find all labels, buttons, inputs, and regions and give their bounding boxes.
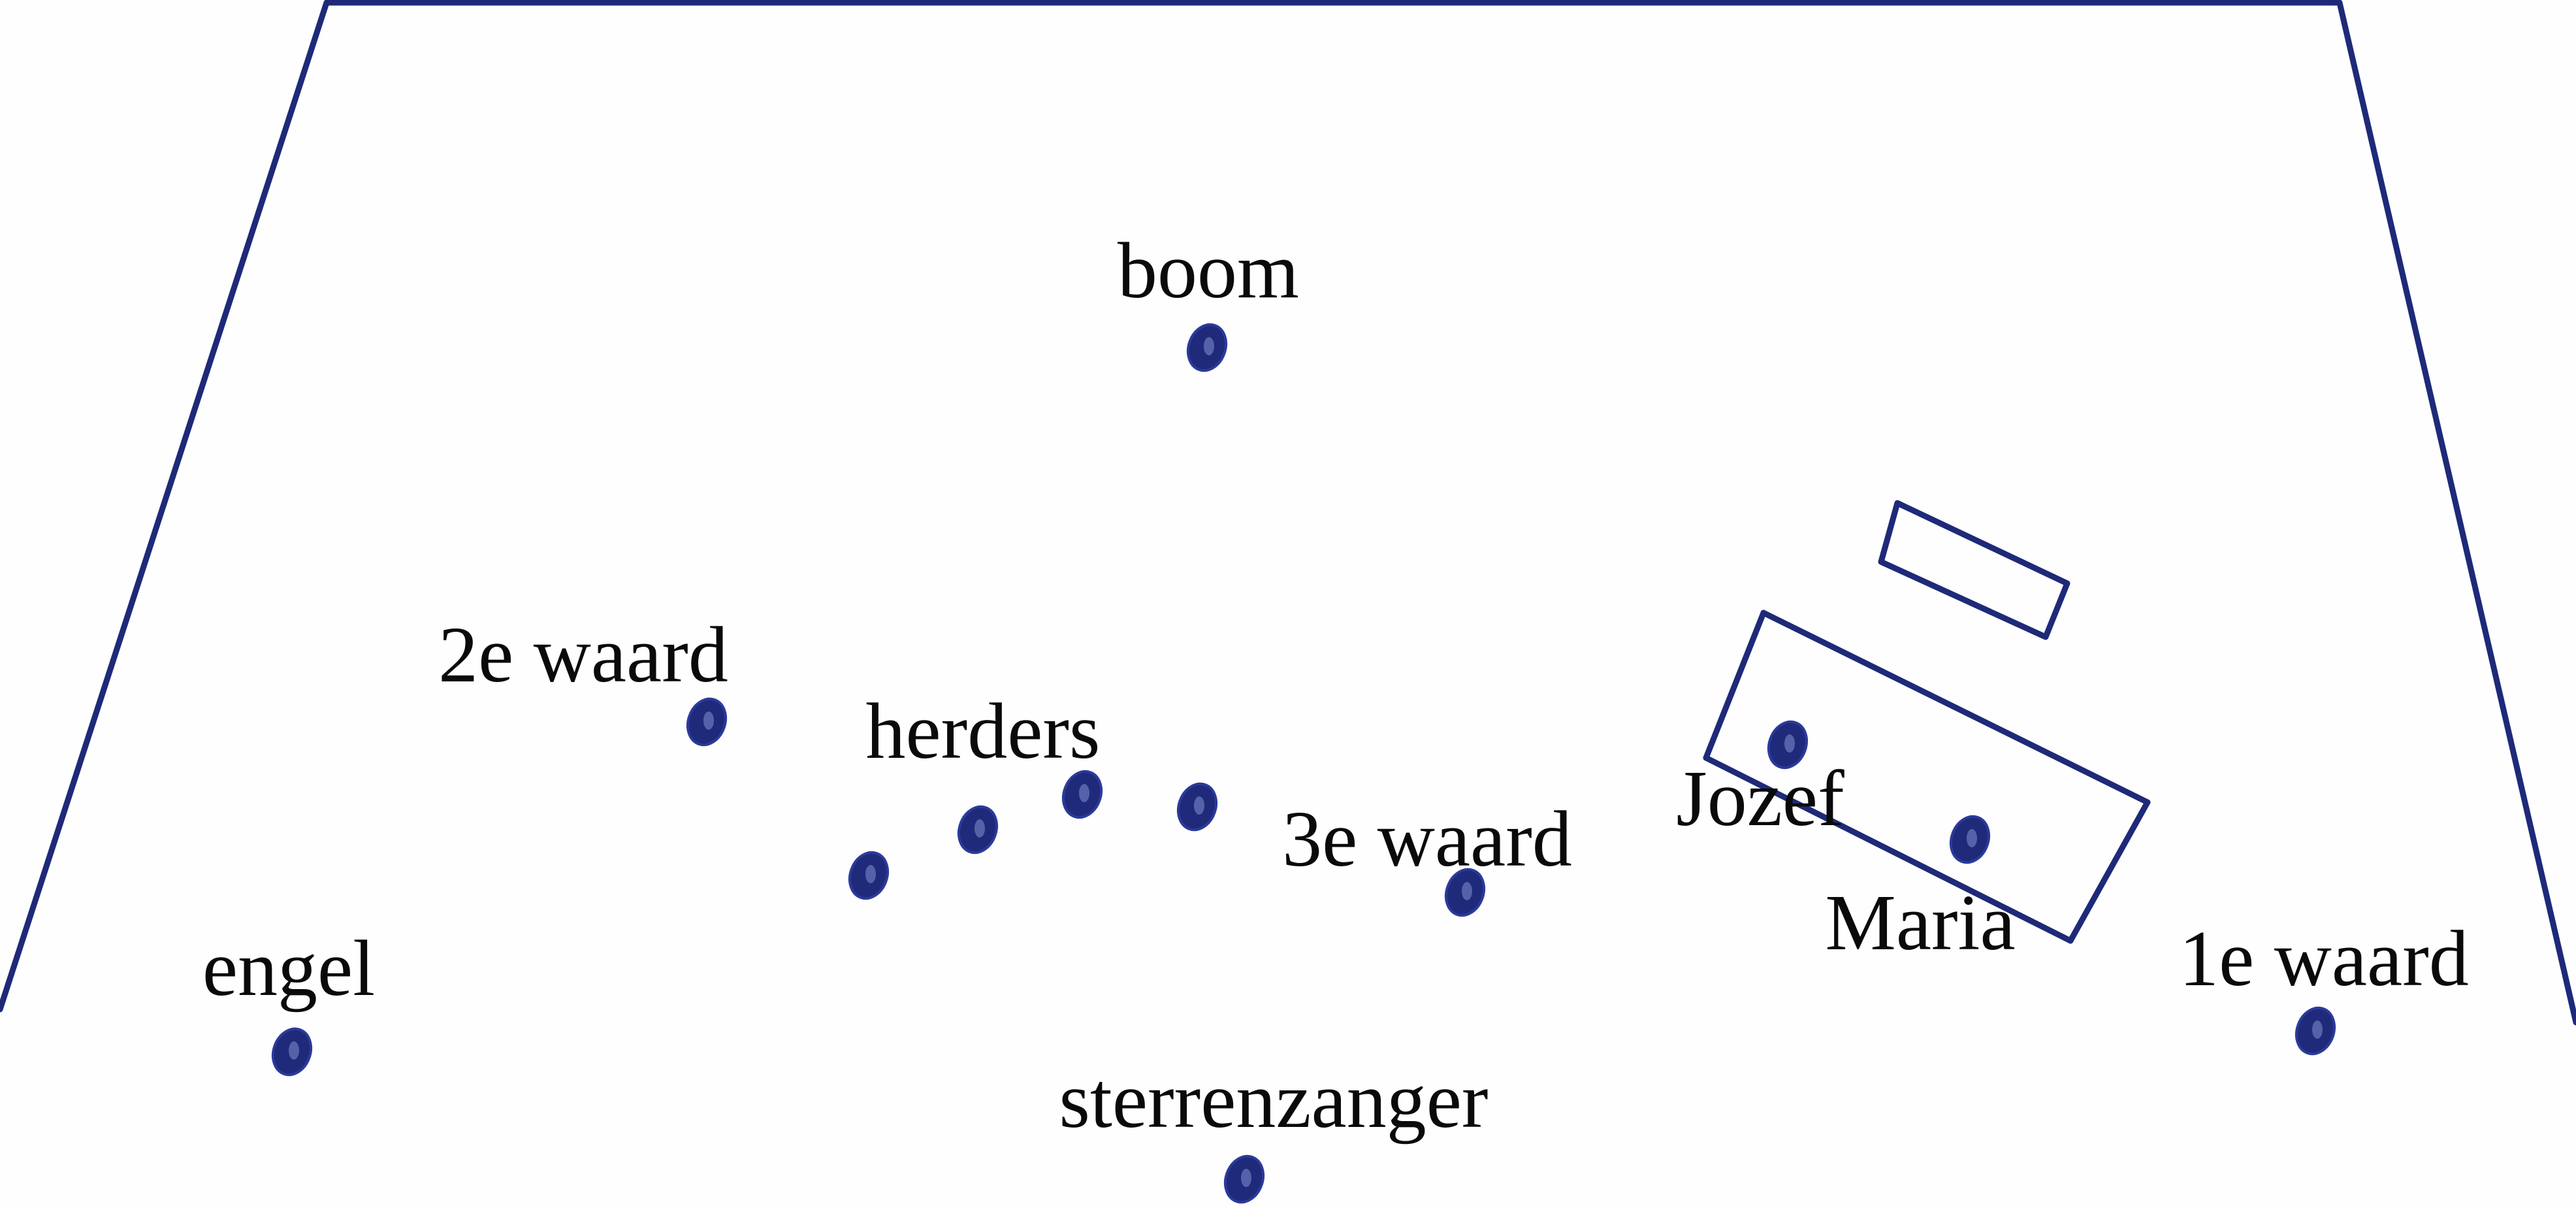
- stable-outline-0: [1760, 610, 2151, 806]
- position-marker-herders: [848, 851, 890, 900]
- position-marker-1e-waard: [2294, 1006, 2336, 1056]
- stage-props: [1703, 500, 2151, 944]
- position-marker-herders: [957, 805, 999, 855]
- label-1e-waard: 1e waard: [2179, 915, 2469, 1003]
- stable-outline-2: [1703, 755, 2074, 944]
- position-marker-2e-waard: [686, 697, 728, 747]
- label-boom: boom: [1118, 227, 1299, 315]
- position-marker-engel: [271, 1027, 313, 1077]
- stage-boundary-line: [0, 0, 2576, 1026]
- position-marker-jozef: [1767, 720, 1809, 770]
- stable-outline-3: [1703, 610, 1767, 761]
- label-3e-waard: 3e waard: [1282, 795, 1572, 883]
- position-marker-herders: [1061, 770, 1103, 819]
- manger-outline: [1878, 500, 2070, 640]
- position-marker-3e-waard: [1444, 868, 1486, 917]
- position-marker-boom: [1186, 323, 1228, 372]
- label-engel: engel: [202, 924, 375, 1013]
- stable-outline-1: [2067, 799, 2151, 944]
- label-maria: Maria: [1825, 879, 2015, 967]
- label-herders: herders: [865, 687, 1100, 775]
- label-sterrenzanger: sterrenzanger: [1059, 1056, 1488, 1145]
- stage-outline: [0, 0, 2576, 1026]
- position-marker-herders: [1176, 782, 1218, 832]
- label-2e-waard: 2e waard: [438, 611, 728, 699]
- position-marker-sterrenzanger: [1223, 1154, 1265, 1204]
- position-marker-maria: [1949, 815, 1991, 864]
- position-markers: [271, 323, 2336, 1204]
- label-jozef: Jozef: [1676, 755, 1844, 843]
